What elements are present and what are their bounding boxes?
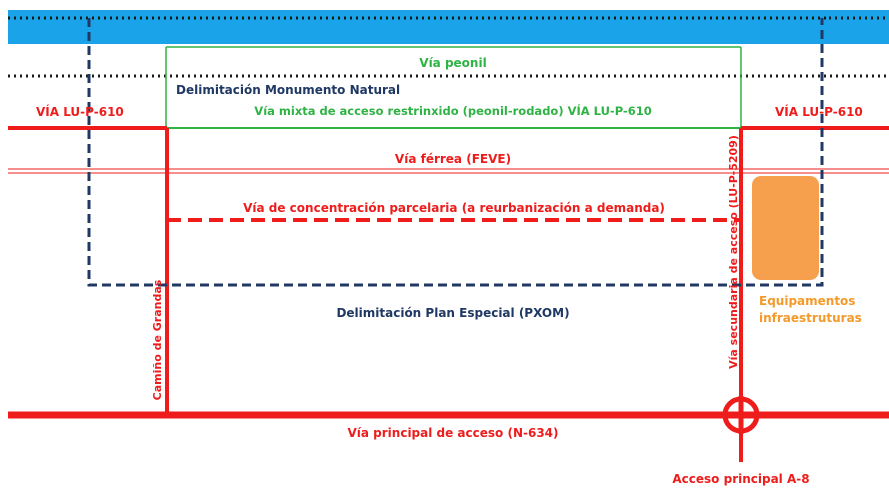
label-camino: Camiño de Grandas <box>151 279 164 400</box>
label-acceso-principal: Acceso principal A-8 <box>672 472 809 486</box>
label-equipamentos-2: infraestruturas <box>759 311 862 325</box>
label-via-lu-left: VÍA LU-P-610 <box>36 104 124 119</box>
dotted-boundary <box>8 16 889 78</box>
label-delimitacion-plan: Delimitación Plan Especial (PXOM) <box>336 306 569 320</box>
label-via-lu-right: VÍA LU-P-610 <box>775 104 863 119</box>
label-equipamentos-1: Equipamentos <box>759 294 855 308</box>
equipamentos-block <box>752 176 819 280</box>
label-via-mixta: Vía mixta de acceso restrinxido (peonil-… <box>254 103 651 118</box>
label-delimitacion-monumento: Delimitación Monumento Natural <box>176 83 400 97</box>
label-via-secundaria: Vía secundaria de acceso (LU-P-5209) <box>727 135 740 369</box>
label-via-concentracion: Vía de concentración parcelaria (a reurb… <box>243 201 665 215</box>
navy-dashed-boundary <box>87 18 824 287</box>
label-via-principal: Vía principal de acceso (N-634) <box>347 426 558 440</box>
sea-band <box>8 10 889 44</box>
label-via-peonil: Vía peonil <box>419 56 486 70</box>
label-via-ferrea: Vía férrea (FEVE) <box>395 152 511 166</box>
